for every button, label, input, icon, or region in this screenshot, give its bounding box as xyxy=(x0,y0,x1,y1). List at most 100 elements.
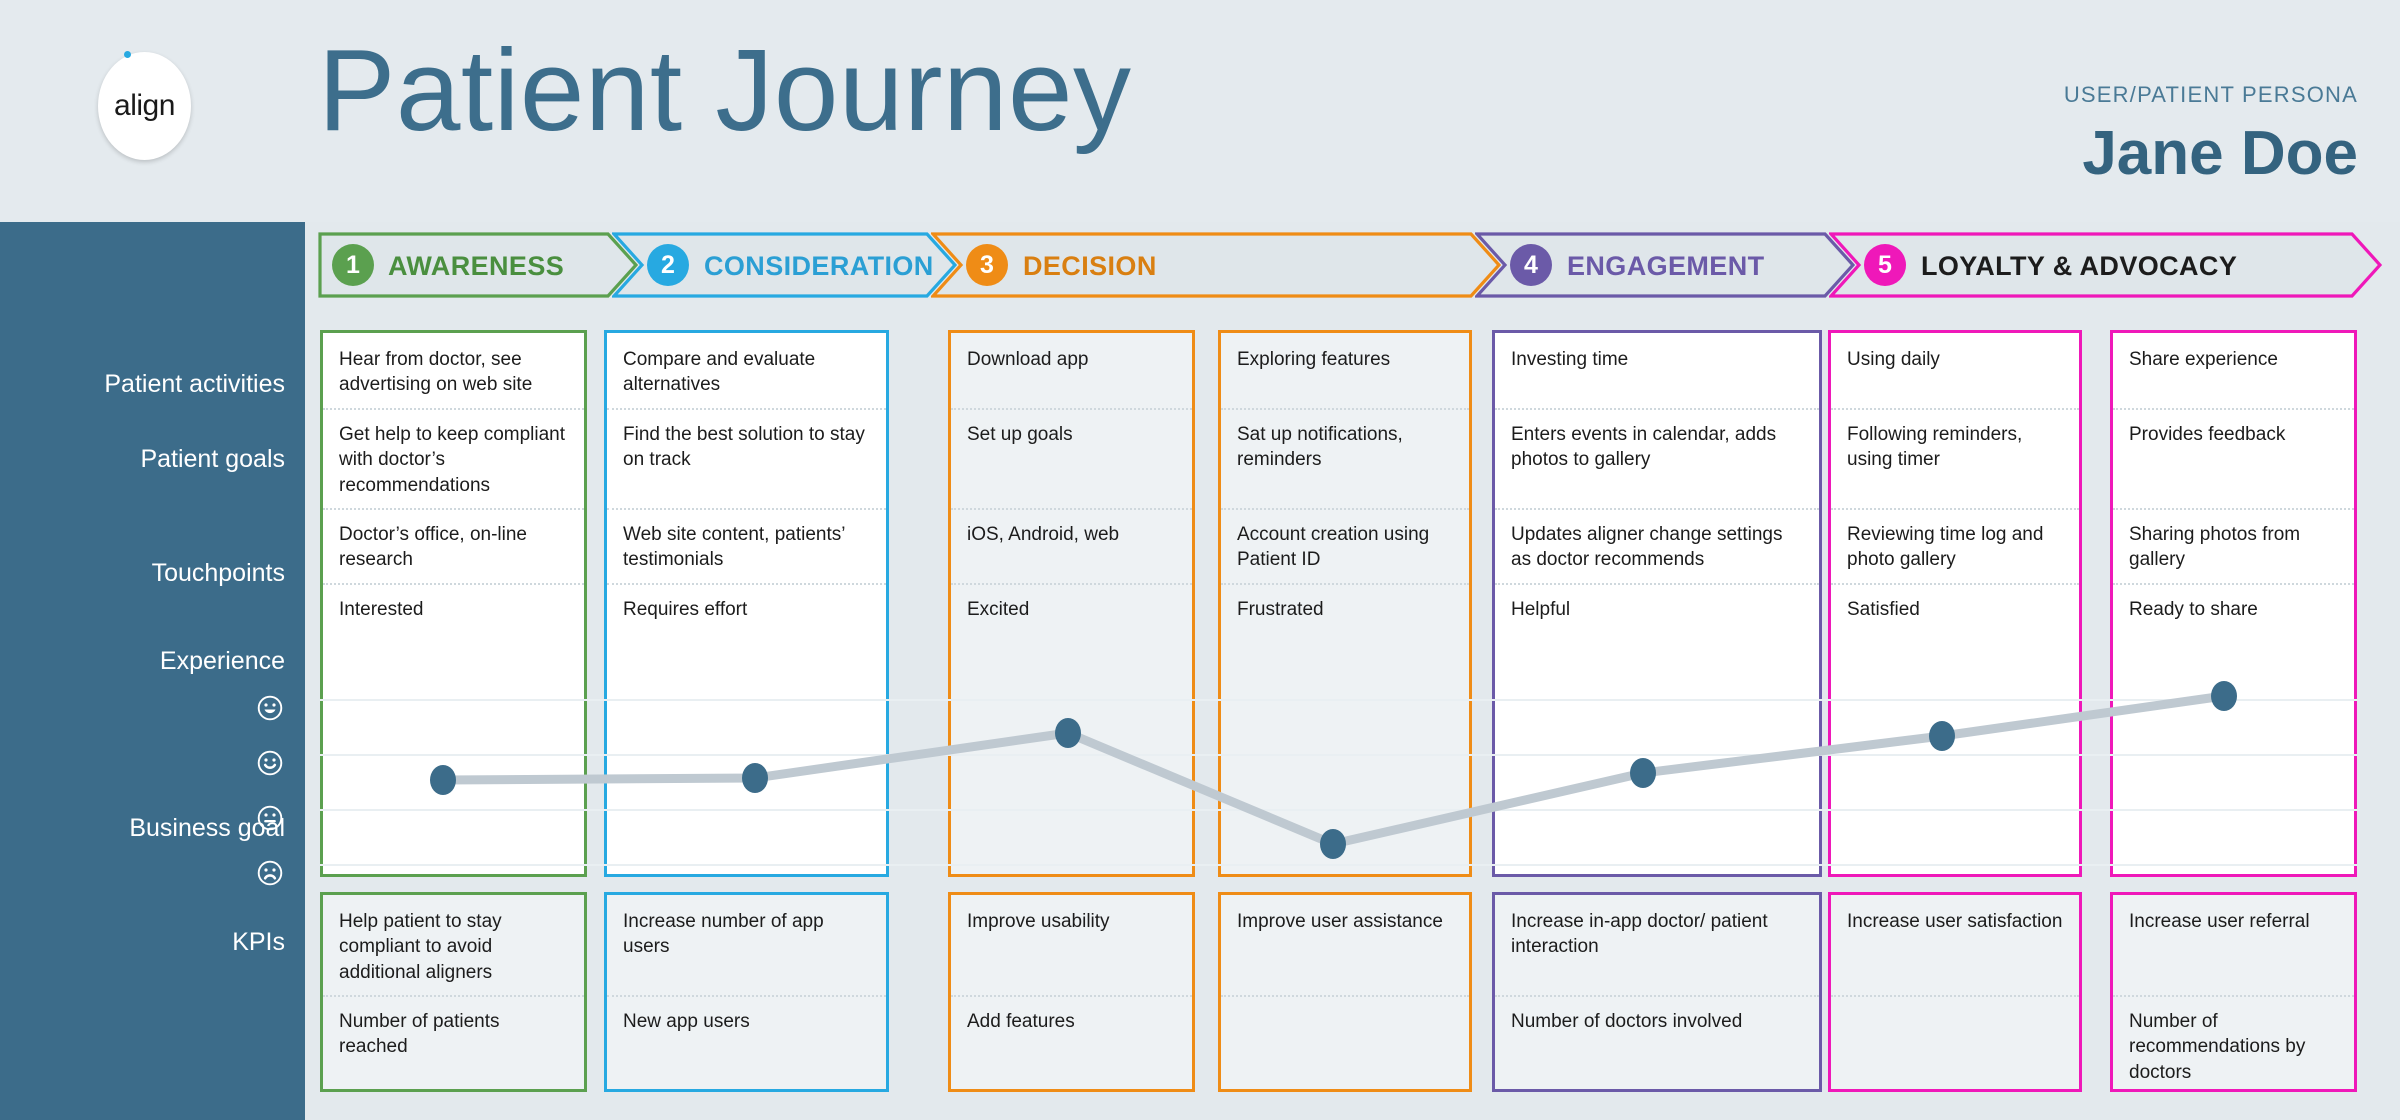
journey-card-bottom-loyalty-daily: Increase user satisfaction xyxy=(1828,892,2082,1092)
journey-card-bottom-loyalty-share: Increase user referral Number of recomme… xyxy=(2110,892,2357,1092)
cell-business-goal: Increase user satisfaction xyxy=(1847,911,2063,932)
journey-card-bottom-engagement: Increase in-app doctor/ patient interact… xyxy=(1492,892,1822,1092)
stage-chevron-engagement[interactable]: 4 ENGAGEMENT xyxy=(1475,232,1855,298)
cell-patient-activities: Exploring features xyxy=(1237,349,1391,370)
cell-business-goal: Increase number of app users xyxy=(623,911,824,958)
cell-divider xyxy=(1831,408,2079,410)
cell-business-goal: Increase in-app doctor/ patient interact… xyxy=(1511,911,1768,958)
stage-banner: 1 AWARENESS 2 CONSIDERATION 3 DECISION 4 xyxy=(318,232,2382,298)
sidebar-label-patient-goals: Patient goals xyxy=(140,445,285,473)
stage-label-awareness: AWARENESS xyxy=(388,251,565,281)
cell-divider xyxy=(323,583,584,585)
cell-divider xyxy=(951,408,1192,410)
cell-experience: Satisfied xyxy=(1847,599,1920,620)
cell-business-goal: Increase user referral xyxy=(2129,911,2310,932)
cell-divider xyxy=(607,408,886,410)
stage-label-decision: DECISION xyxy=(1023,251,1157,281)
cell-patient-goals: Provides feedback xyxy=(2129,424,2286,445)
cell-business-goal: Improve usability xyxy=(967,911,1110,932)
journey-card-top-decision-download: Download app Set up goals iOS, Android, … xyxy=(948,330,1195,877)
cell-divider xyxy=(607,995,886,997)
page-header: align Patient Journey USER/PATIENT PERSO… xyxy=(0,0,2400,222)
cell-patient-activities: Using daily xyxy=(1847,349,1940,370)
cell-patient-goals: Set up goals xyxy=(967,424,1073,445)
cell-patient-activities: Investing time xyxy=(1511,349,1629,370)
cell-touchpoints: Web site content, patients’ testimonials xyxy=(623,524,845,571)
journey-card-bottom-decision-download: Improve usability Add features xyxy=(948,892,1195,1092)
cell-divider xyxy=(1831,508,2079,510)
cell-divider xyxy=(951,583,1192,585)
cell-touchpoints: Account creation using Patient ID xyxy=(1237,524,1430,571)
sidebar-label-experience: Experience xyxy=(159,647,285,675)
cell-divider xyxy=(1495,995,1819,997)
cell-touchpoints: Updates aligner change settings as docto… xyxy=(1511,524,1783,571)
stage-label-consideration: CONSIDERATION xyxy=(704,251,934,281)
cell-divider xyxy=(951,508,1192,510)
cell-patient-activities: Download app xyxy=(967,349,1089,370)
sidebar-label-patient-activities: Patient activities xyxy=(104,370,285,398)
persona-name: Jane Doe xyxy=(2082,119,2358,188)
cell-divider xyxy=(2113,995,2354,997)
stage-label-engagement: ENGAGEMENT xyxy=(1567,251,1765,281)
journey-card-top-awareness: Hear from doctor, see advertising on web… xyxy=(320,330,587,877)
cell-divider xyxy=(1221,408,1469,410)
cell-kpis: Number of patients reached xyxy=(339,1011,500,1058)
cell-experience: Helpful xyxy=(1511,599,1571,620)
logo-text: align xyxy=(114,89,175,122)
persona-label: USER/PATIENT PERSONA xyxy=(2063,82,2358,107)
sidebar-label-touchpoints: Touchpoints xyxy=(151,559,285,587)
cell-patient-activities: Hear from doctor, see advertising on web… xyxy=(339,349,533,396)
cell-divider xyxy=(607,583,886,585)
page-title: Patient Journey xyxy=(318,25,1132,155)
cell-divider xyxy=(951,995,1192,997)
cell-divider xyxy=(1221,508,1469,510)
cell-experience: Ready to share xyxy=(2129,599,2258,620)
stage-chevron-awareness[interactable]: 1 AWARENESS xyxy=(318,232,638,298)
journey-card-bottom-decision-explore: Improve user assistance xyxy=(1218,892,1472,1092)
row-label-sidebar: Patient activities Patient goals Touchpo… xyxy=(0,222,305,1120)
cell-divider xyxy=(1831,583,2079,585)
cell-kpis: Number of recommendations by doctors xyxy=(2129,1011,2306,1083)
cell-touchpoints: Doctor’s office, on-line research xyxy=(339,524,527,571)
cell-patient-goals: Sat up notifications, reminders xyxy=(1237,424,1403,471)
stage-number-3: 3 xyxy=(966,244,1008,286)
cell-touchpoints: iOS, Android, web xyxy=(967,524,1120,545)
journey-card-top-loyalty-daily: Using daily Following reminders, using t… xyxy=(1828,330,2082,877)
cell-business-goal: Improve user assistance xyxy=(1237,911,1443,932)
stage-number-4: 4 xyxy=(1510,244,1552,286)
cell-divider xyxy=(323,508,584,510)
journey-card-bottom-consideration: Increase number of app users New app use… xyxy=(604,892,889,1092)
stage-chevron-loyalty-advocacy[interactable]: 5 LOYALTY & ADVOCACY xyxy=(1829,232,2382,298)
stage-chevron-consideration[interactable]: 2 CONSIDERATION xyxy=(612,232,957,298)
cell-kpis: New app users xyxy=(623,1011,750,1032)
cell-divider xyxy=(1495,408,1819,410)
cell-touchpoints: Sharing photos from gallery xyxy=(2129,524,2301,571)
cell-divider xyxy=(607,508,886,510)
logo-dot-icon xyxy=(124,51,131,58)
cell-business-goal: Help patient to stay compliant to avoid … xyxy=(339,911,502,983)
cell-divider xyxy=(323,408,584,410)
cell-experience: Excited xyxy=(967,599,1030,620)
stage-number-2: 2 xyxy=(647,244,689,286)
cell-divider xyxy=(1495,508,1819,510)
cell-divider xyxy=(2113,583,2354,585)
cell-patient-goals: Following reminders, using timer xyxy=(1847,424,2023,471)
cell-experience: Frustrated xyxy=(1237,599,1324,620)
stage-chevron-decision[interactable]: 3 DECISION xyxy=(931,232,1501,298)
cell-divider xyxy=(1831,995,2079,997)
stage-number-5: 5 xyxy=(1864,244,1906,286)
cell-patient-activities: Compare and evaluate alternatives xyxy=(623,349,816,396)
cell-experience: Interested xyxy=(339,599,424,620)
journey-card-top-loyalty-share: Share experience Provides feedback Shari… xyxy=(2110,330,2357,877)
sad-face-icon xyxy=(257,860,283,886)
journey-card-top-consideration: Compare and evaluate alternatives Find t… xyxy=(604,330,889,877)
cell-touchpoints: Reviewing time log and photo gallery xyxy=(1847,524,2044,571)
happy-face-icon xyxy=(257,695,283,721)
align-logo: align xyxy=(98,51,191,160)
stage-label-loyalty-advocacy: LOYALTY & ADVOCACY xyxy=(1921,251,2238,281)
cell-kpis: Number of doctors involved xyxy=(1511,1011,1743,1032)
cell-patient-goals: Find the best solution to stay on track xyxy=(623,424,865,471)
cell-divider xyxy=(323,995,584,997)
cell-experience: Requires effort xyxy=(623,599,748,620)
